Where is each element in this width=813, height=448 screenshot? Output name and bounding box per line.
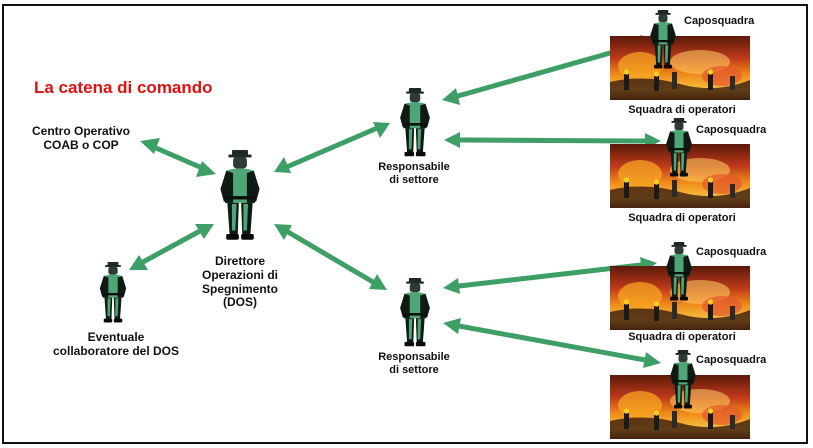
soldier-icon bbox=[96, 262, 130, 324]
soldier-icon bbox=[396, 278, 434, 348]
node-centro-operativo: Centro Operativo COAB o COP bbox=[12, 124, 150, 153]
arrow-responsabile-2-squad-4 bbox=[443, 318, 661, 368]
node-responsabile-2: Responsabile di settore bbox=[358, 351, 470, 376]
soldier-icon bbox=[396, 88, 434, 158]
squadra-label: Squadra di operatori bbox=[628, 331, 736, 343]
arrow-centro-dos bbox=[140, 138, 216, 177]
soldier-icon bbox=[668, 350, 698, 410]
arrow-dos-responsabile-1 bbox=[274, 122, 390, 173]
caposquadra-label: Caposquadra bbox=[684, 15, 755, 27]
arrow-dos-responsabile-2 bbox=[274, 224, 387, 290]
node-label-line: di settore bbox=[389, 173, 439, 186]
node-collaboratore: Eventuale collaboratore del DOS bbox=[26, 330, 206, 359]
node-dos: Direttore Operazioni di Spegnimento (DOS… bbox=[178, 254, 302, 310]
squadra-label: Squadra di operatori bbox=[628, 104, 736, 116]
node-label-line: di settore bbox=[389, 363, 439, 376]
node-label-line: Eventuale bbox=[87, 330, 145, 344]
node-responsabile-1: Responsabile di settore bbox=[358, 161, 470, 186]
node-label-line: COAB o COP bbox=[43, 137, 119, 152]
node-label-line: collaboratore del DOS bbox=[52, 343, 180, 358]
caposquadra-label: Caposquadra bbox=[696, 246, 767, 258]
node-label-line: (DOS) bbox=[223, 295, 257, 310]
caposquadra-label: Caposquadra bbox=[696, 354, 767, 366]
soldier-icon bbox=[664, 118, 694, 178]
node-label-line: Direttore bbox=[214, 254, 265, 268]
node-label-line: Responsabile bbox=[378, 351, 450, 363]
diagram-title: La catena di comando bbox=[34, 78, 213, 97]
soldier-icon bbox=[214, 150, 266, 242]
node-label-line: Centro Operativo bbox=[31, 124, 130, 138]
caposquadra-label: Caposquadra bbox=[696, 124, 767, 136]
node-label-line: Operazioni di bbox=[201, 267, 278, 282]
node-label-line: Spegnimento bbox=[201, 281, 278, 296]
squadra-label: Squadra di operatori bbox=[628, 212, 736, 224]
arrow-dos-collaboratore bbox=[129, 224, 214, 270]
soldier-icon bbox=[648, 10, 678, 70]
soldier-icon bbox=[664, 242, 694, 302]
diagram-frame bbox=[2, 4, 808, 444]
node-label-line: Responsabile bbox=[378, 161, 450, 173]
fire-photo bbox=[610, 36, 750, 100]
